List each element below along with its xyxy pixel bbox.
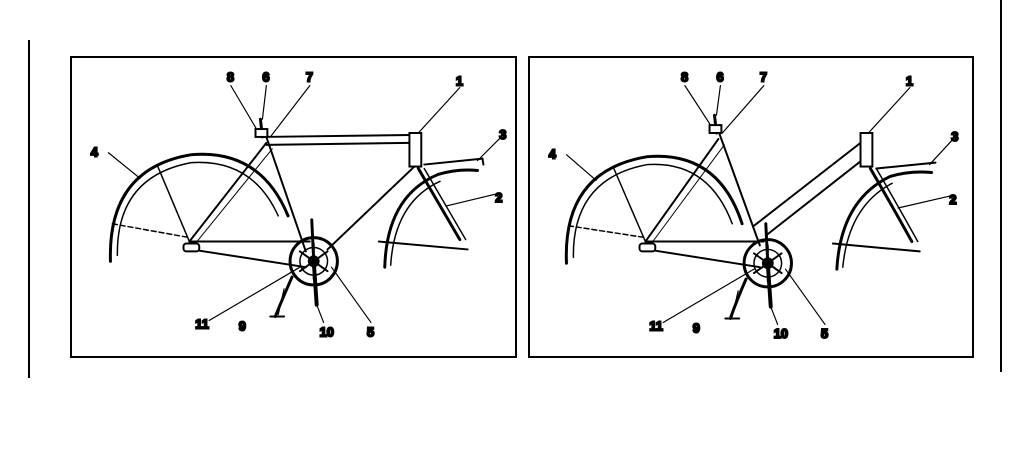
front-fork (868, 167, 914, 244)
fork-stay (377, 240, 469, 251)
seat-clamp (254, 128, 269, 138)
rear-axle-line (567, 225, 647, 239)
mens-bicycle-drawing: 1 2 3 4 5 6 7 8 9 10 11 (90, 69, 508, 341)
front-mudguard (383, 168, 480, 269)
callout-1: 1 (906, 74, 913, 89)
mudguard-bracket (423, 157, 484, 166)
mudguard-bracket-end (481, 157, 485, 166)
callout-8: 8 (227, 70, 234, 85)
rear-dropout (182, 242, 201, 253)
upper-down-tube (752, 141, 862, 227)
rear-stay-line (157, 165, 191, 243)
rear-mudguard (108, 152, 290, 263)
crank-top (764, 222, 770, 265)
rear-mudguard (564, 154, 744, 265)
front-mudguard (835, 170, 934, 271)
callout-7: 7 (306, 70, 313, 85)
diagram-panel-mens-bicycle: 1 2 3 4 5 6 7 8 9 10 11 (70, 56, 517, 358)
callout-8: 8 (681, 70, 688, 85)
callout-2: 2 (949, 192, 956, 207)
seat-tube (265, 135, 307, 253)
seat-stay-2 (650, 144, 725, 245)
chain-stay-2 (646, 248, 761, 269)
callout-10: 10 (774, 326, 788, 341)
front-fork (416, 167, 462, 242)
callout-2: 2 (495, 190, 502, 205)
rear-axle-line (111, 223, 191, 239)
chain-stay-2 (190, 248, 307, 269)
callout-6: 6 (716, 70, 723, 85)
rear-mudguard-inner (572, 163, 733, 259)
front-fork-2 (875, 167, 919, 243)
callout-3: 3 (499, 127, 506, 142)
callout-4: 4 (91, 145, 99, 160)
callout-7: 7 (760, 70, 767, 85)
front-fork-2 (423, 167, 467, 241)
crank-top (310, 218, 316, 263)
callout-leaders (565, 85, 954, 326)
callout-11: 11 (649, 318, 663, 333)
rear-dropout (638, 242, 657, 253)
head-tube (408, 132, 423, 168)
seat-stay (188, 141, 268, 243)
callout-6: 6 (262, 70, 269, 85)
callout-9: 9 (239, 318, 246, 333)
top-tube-lower (265, 141, 412, 146)
crank-arm (765, 261, 773, 309)
head-tube (859, 132, 874, 168)
page-left-rule (28, 40, 30, 378)
callout-5: 5 (821, 326, 828, 341)
callout-5: 5 (367, 324, 374, 339)
down-tube (326, 165, 416, 251)
seat-stay-2 (194, 148, 273, 245)
kickstand (728, 277, 748, 320)
rear-mudguard-inner (116, 161, 279, 257)
callout-11: 11 (195, 316, 209, 331)
diagram-panel-womens-bicycle: 1 2 3 4 5 6 7 8 9 10 11 (528, 56, 974, 358)
lower-down-tube (764, 155, 868, 237)
page-right-rule (1000, 0, 1002, 372)
crank-arm (311, 259, 319, 307)
mudguard-bracket (875, 161, 937, 170)
kickstand (273, 275, 294, 319)
callout-3: 3 (951, 129, 958, 144)
fork-stay (831, 242, 921, 253)
rear-stay-line (613, 167, 647, 243)
callout-9: 9 (693, 320, 700, 335)
top-tube (261, 133, 412, 138)
callout-4: 4 (549, 147, 557, 162)
front-mudguard-inner (389, 180, 441, 266)
callout-leaders (107, 85, 502, 324)
seat-clamp (708, 124, 723, 134)
seat-stay (644, 137, 720, 243)
seat-tube (717, 130, 761, 247)
callout-1: 1 (456, 74, 463, 89)
womens-bicycle-drawing: 1 2 3 4 5 6 7 8 9 10 11 (548, 69, 960, 343)
callout-10: 10 (320, 324, 334, 339)
